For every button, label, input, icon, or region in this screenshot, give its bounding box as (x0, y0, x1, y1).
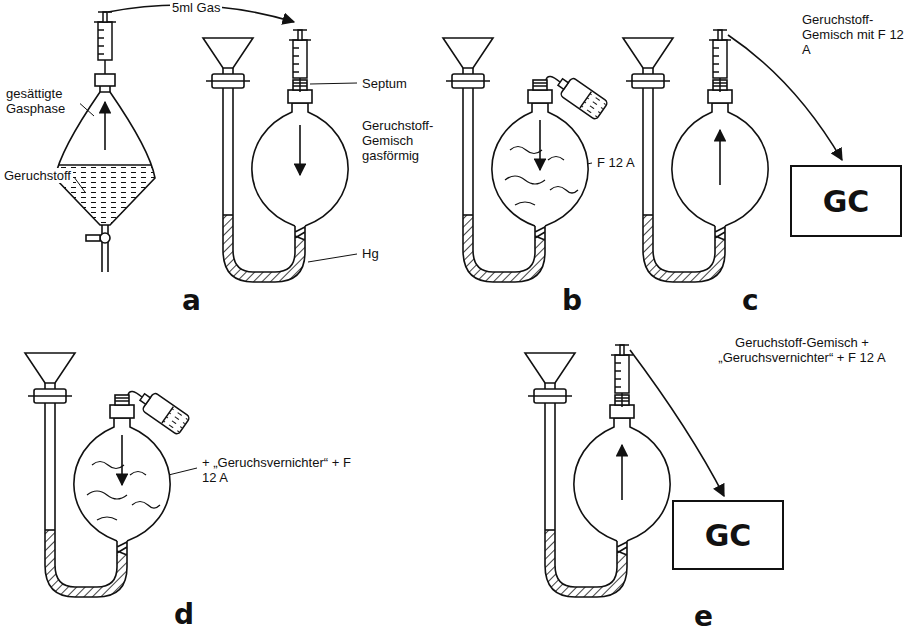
turbulence-swirl (505, 147, 578, 206)
syringe (611, 345, 633, 407)
annotation: 5ml Gas (170, 0, 222, 15)
flask-apparatus (443, 38, 588, 282)
instrument-box: GC (790, 165, 902, 237)
annotation: + „Geruchsvernichter“ + F 12 A (200, 455, 354, 485)
annotation: Geruchstoff-Gemisch gasförmig (360, 118, 444, 163)
annotation: gesättigte Gasphase (4, 86, 80, 116)
syringe (709, 30, 731, 92)
flask-apparatus (623, 38, 768, 282)
injection-arrow (630, 350, 724, 496)
flow-arrow (621, 445, 623, 500)
flow-arrow (121, 435, 123, 485)
turbulence-swirl (87, 462, 160, 521)
panel-letter: a (180, 286, 203, 316)
spray-can (554, 73, 608, 120)
panel-letter: c (740, 286, 761, 316)
flow-arrow (539, 120, 541, 170)
flask-apparatus (525, 353, 670, 597)
spray-can (136, 388, 190, 435)
annotation: Geruchstoff (2, 168, 73, 183)
flask-apparatus (203, 38, 348, 282)
spray-hose (546, 76, 560, 82)
syringe (94, 12, 116, 74)
annotation: Septum (360, 76, 409, 91)
box-text: GC (705, 518, 752, 553)
flow-arrow (299, 125, 301, 175)
annotation: F 12 A (595, 155, 637, 170)
flow-arrow (719, 130, 721, 185)
panel-letter: b (560, 286, 584, 316)
annotation: Geruchstoff-Gemisch + „Geruchsvernichter… (700, 335, 904, 365)
panel-letter: e (692, 602, 715, 632)
box-text: GC (823, 184, 870, 219)
instrument-box: GC (672, 500, 784, 570)
spray-hose (128, 391, 142, 397)
syringe (289, 30, 311, 92)
flask-apparatus (25, 353, 170, 597)
panel-letter: d (172, 600, 196, 630)
annotation: Hg (360, 246, 381, 261)
annotation: Geruchstoff-Gemisch mit F 12 A (800, 12, 912, 57)
